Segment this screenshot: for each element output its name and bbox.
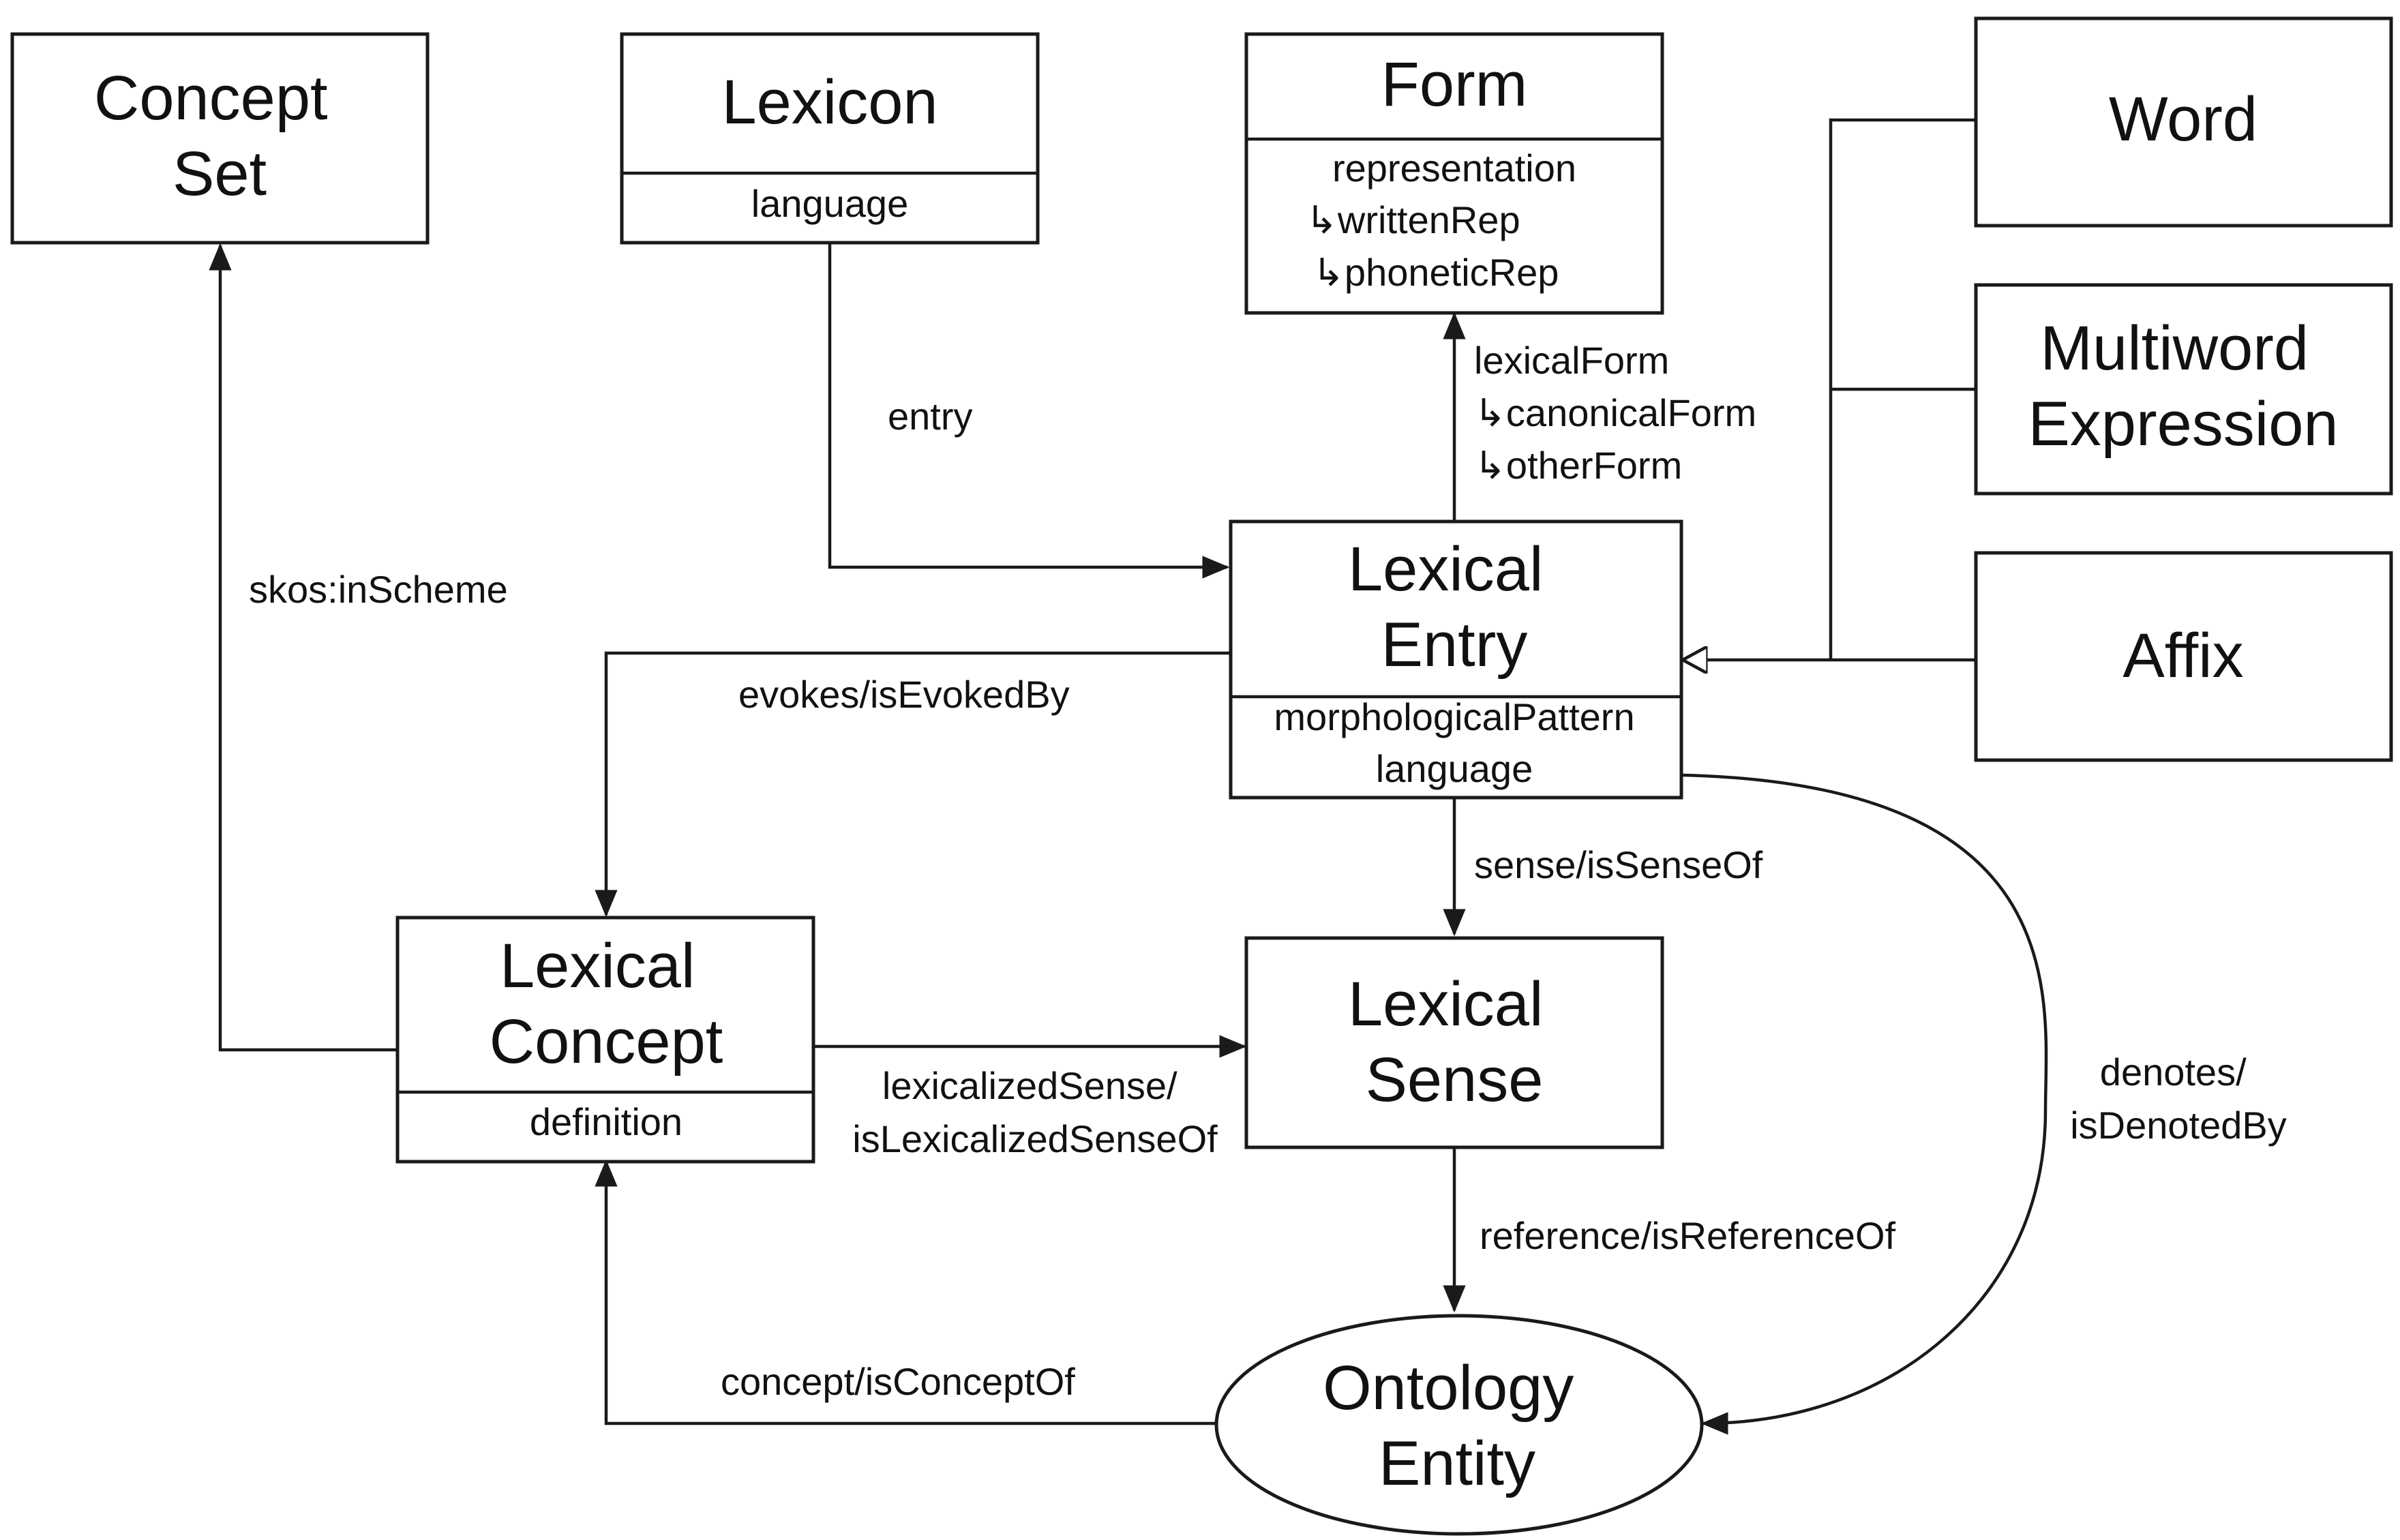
node-title: Lexical Sense [1348,969,1561,1115]
node-title: Word [2109,85,2258,154]
node-concept-set[interactable]: Concept Set [10,32,430,245]
node-title: Multiword Expression [2028,314,2338,459]
label-concept: concept/isConceptOf [721,1360,1075,1403]
node-title: Concept Set [94,63,345,209]
node-affix[interactable]: Affix [1974,551,2393,762]
node-title: Lexical Concept [490,931,723,1076]
label-lexical-form: lexicalForm ↳canonicalForm ↳otherForm [1474,339,1767,487]
label-evokes: evokes/isEvokedBy [738,673,1070,716]
label-reference: reference/isReferenceOf [1480,1214,1896,1257]
label-in-scheme: skos:inScheme [249,568,508,611]
edge-in-scheme [209,243,397,1052]
node-attribute: language [751,182,908,225]
node-lexical-sense[interactable]: Lexical Sense [1244,936,1664,1149]
node-title: Ontology Entity [1323,1353,1591,1498]
label-sense: sense/isSenseOf [1474,843,1763,886]
node-attribute: language [1376,747,1533,790]
edge-word-trunk [1829,118,1976,660]
label-entry: entry [888,395,973,438]
edge-evokes [595,651,1231,918]
node-lexicon[interactable]: Lexicon language [620,32,1040,245]
node-title: Lexicon [721,67,937,137]
node-form[interactable]: Form representation ↳writtenRep ↳phoneti… [1244,32,1664,315]
node-title: Affix [2122,621,2243,691]
node-attribute: representation [1332,147,1576,190]
edge-concept [595,1159,1215,1425]
node-lexical-entry[interactable]: Lexical Entry morphologicalPattern langu… [1229,519,1683,800]
node-attribute: ↳writtenRep [1306,198,1520,241]
node-attribute: ↳phoneticRep [1312,251,1559,294]
node-multiword-expression[interactable]: Multiword Expression [1974,283,2393,496]
node-attribute: morphologicalPattern [1274,695,1634,738]
edge-labels: entry lexicalForm ↳canonicalForm ↳otherF… [249,339,2287,1403]
label-lexicalized-sense: lexicalizedSense/ isLexicalizedSenseOf [852,1064,1218,1160]
edge-denotes [1681,773,2048,1435]
edge-entry [828,243,1230,579]
label-denotes: denotes/ isDenotedBy [2070,1051,2287,1147]
node-title: Form [1381,50,1528,119]
edges [209,118,2048,1435]
node-word[interactable]: Word [1974,16,2393,228]
node-lexical-concept[interactable]: Lexical Concept definition [395,916,815,1164]
node-attribute: definition [530,1100,682,1143]
node-title: Lexical Entry [1348,534,1561,680]
node-ontology-entity[interactable]: Ontology Entity [1214,1314,1704,1536]
